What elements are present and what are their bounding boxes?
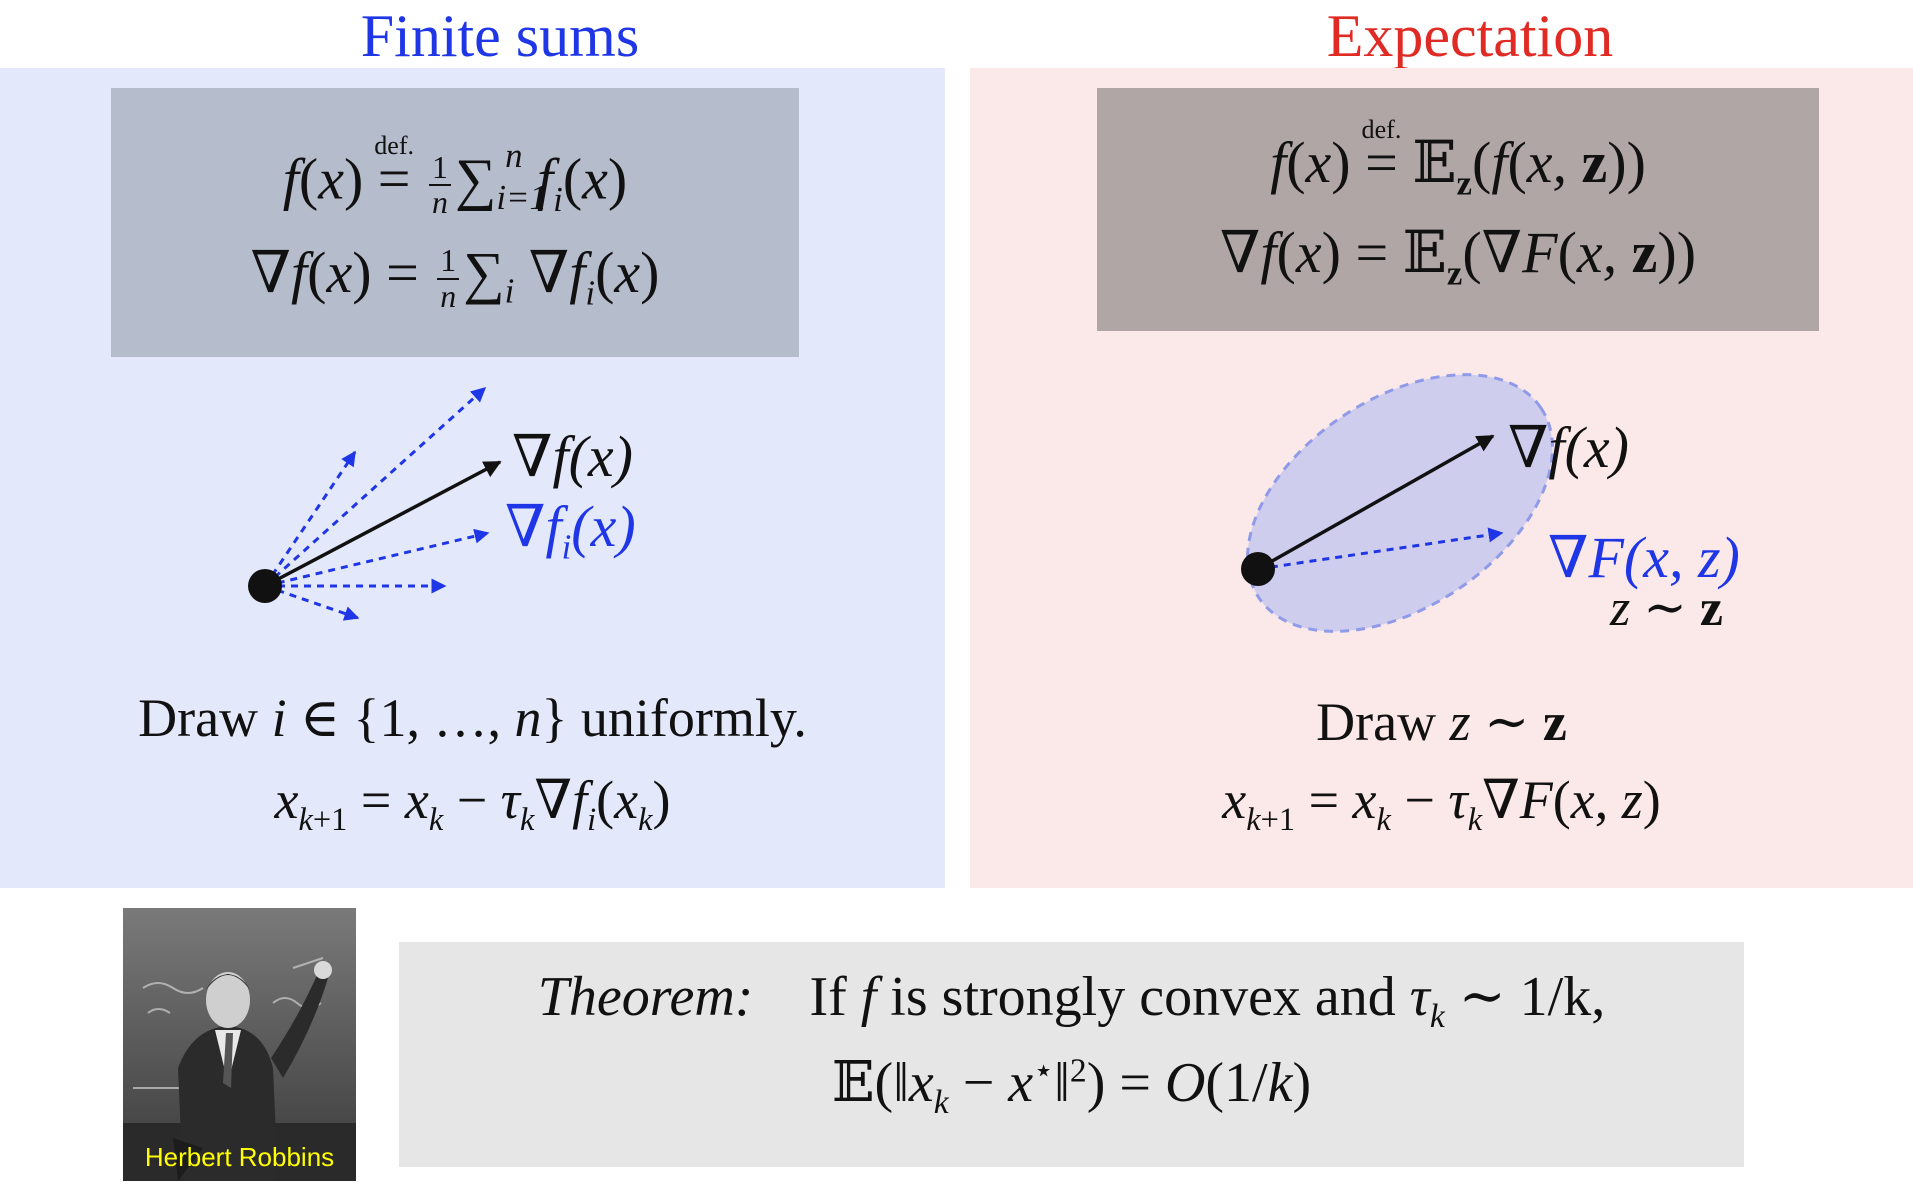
sample-gradient-arrow: [263, 386, 487, 588]
sample-gradient-label: ∇fi(x): [505, 494, 636, 567]
finite-sums-gradient-diagram: [248, 386, 502, 621]
sample-gradient-arrow: [264, 528, 490, 588]
expectation-gradient: ∇f(x) = 𝔼z(∇F(x, z)): [1219, 218, 1697, 293]
full-gradient-label: ∇f(x): [1508, 415, 1629, 480]
photo-caption: Herbert Robbins: [144, 1142, 335, 1172]
herbert-robbins-photo: Herbert Robbins: [123, 908, 356, 1181]
theorem-statement: Theorem: If f is strongly convex and τk …: [537, 966, 1606, 1036]
full-gradient-arrow: [1257, 434, 1495, 571]
sample-gradient-arrow: [263, 450, 357, 587]
finite-sums-draw-rule: Draw i ∈ {1, …, n} uniformly.: [138, 688, 807, 748]
expectation-definition: f(x) def.= 𝔼z(f(x, z)): [1270, 114, 1646, 203]
def-equals-symbol: def.=: [1361, 114, 1402, 195]
origin-point: [1241, 552, 1275, 586]
finite-sums-update-rule: xk+1 = xk − τk∇fi(xk): [274, 770, 671, 838]
expectation-draw-rule: Draw z ∼ z: [1316, 692, 1567, 752]
sample-gradient-label: ∇F(x, z): [1548, 525, 1740, 590]
full-gradient-label: ∇f(x): [512, 424, 633, 489]
origin-point: [248, 569, 282, 603]
sample-distribution-label: z ∼ z: [1610, 580, 1723, 637]
finite-sums-title: Finite sums: [360, 3, 640, 69]
def-equals-symbol: def.=: [374, 130, 415, 212]
expectation-title: Expectation: [1326, 3, 1614, 69]
expectation-update-rule: xk+1 = xk − τk∇F(x, z): [1222, 770, 1661, 838]
expectation-formula-box: f(x) def.= 𝔼z(f(x, z)) ∇f(x) = 𝔼z(∇F(x, …: [1097, 88, 1819, 331]
full-gradient-arrow: [264, 460, 502, 588]
sample-gradient-arrow: [1257, 527, 1504, 571]
portrait-image: [123, 908, 356, 1181]
theorem-box: Theorem: If f is strongly convex and τk …: [399, 942, 1744, 1167]
theorem-rate: 𝔼(‖xk − x⋆‖2) = O(1/k): [831, 1050, 1312, 1122]
distribution-ellipse: [1246, 373, 1554, 633]
theorem-label: Theorem:: [537, 966, 754, 1028]
expectation-gradient-diagram: [1241, 373, 1554, 633]
expectation-panel: f(x) def.= 𝔼z(f(x, z)) ∇f(x) = 𝔼z(∇F(x, …: [970, 68, 1913, 888]
